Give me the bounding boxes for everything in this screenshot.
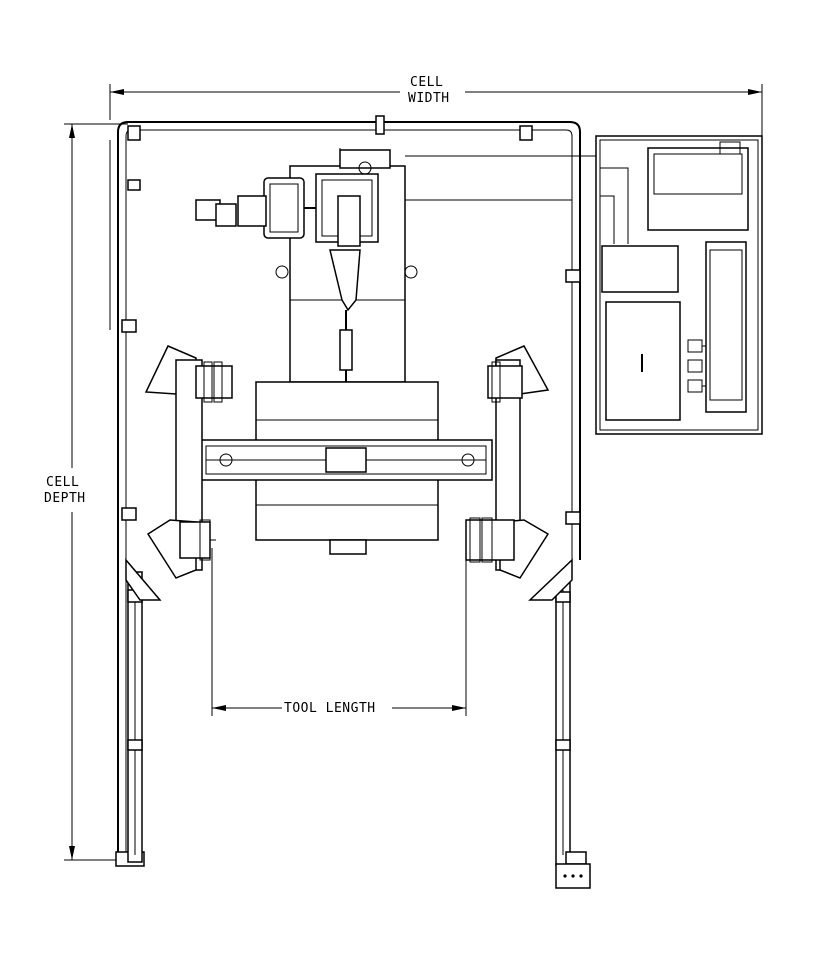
cell-width-label-2: WIDTH [408, 91, 450, 106]
pendant-box [555, 863, 591, 889]
right-rail [528, 558, 591, 889]
tool-length-dimension: TOOL LENGTH [211, 548, 467, 716]
cell-depth-dimension: CELL DEPTH [44, 123, 128, 861]
cell-width-dimension: CELL WIDTH [109, 75, 763, 138]
wire-feeder [195, 177, 316, 239]
left-headstock [144, 345, 233, 579]
tool-length-label: TOOL LENGTH [284, 701, 376, 716]
cell-width-label-1: CELL [410, 75, 443, 90]
robot-arm [315, 161, 379, 395]
cell-depth-label-2: DEPTH [44, 491, 86, 506]
positioner-table [199, 381, 493, 555]
left-rail [125, 557, 162, 863]
right-headstock [465, 345, 550, 579]
cell-depth-label-1: CELL [46, 475, 79, 490]
control-cabinet [595, 135, 763, 435]
